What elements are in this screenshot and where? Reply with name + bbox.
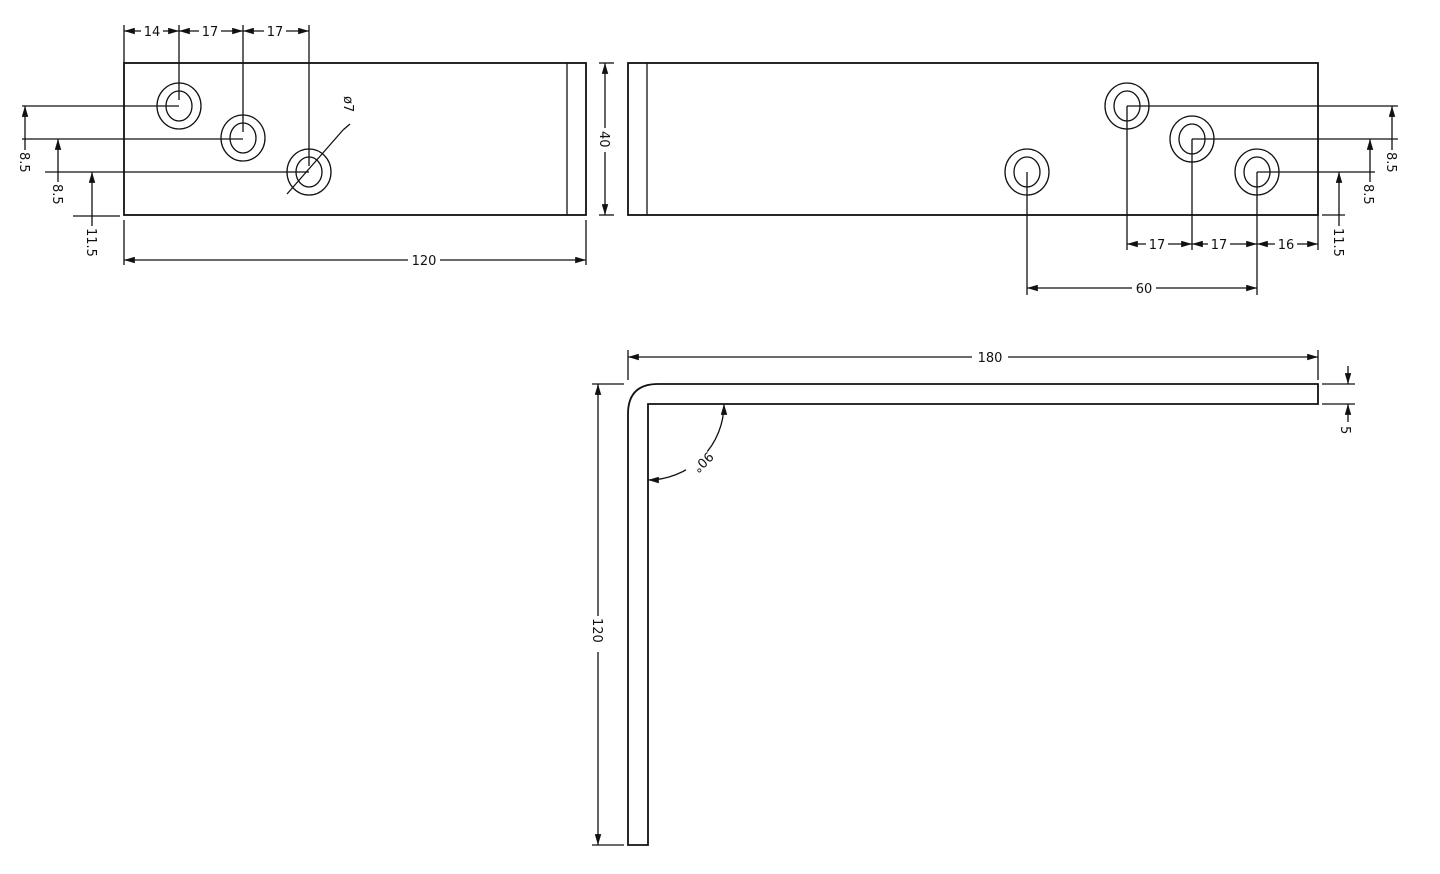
dim-label: 16 <box>1278 238 1295 253</box>
side-profile-view: 180 5 120 90° <box>589 349 1355 846</box>
dim-label: 17 <box>1211 238 1228 253</box>
dim-label: 60 <box>1136 282 1153 297</box>
dim-label: 40 <box>596 131 611 148</box>
top-right-plate-view: 8.5 8.5 11.5 17 17 16 60 <box>627 62 1398 297</box>
dim-label: 5 <box>1337 426 1352 434</box>
dim-label: 120 <box>589 618 604 643</box>
dim-label: 8.5 <box>49 184 64 205</box>
dim-label: 14 <box>144 25 161 40</box>
top-left-plate-view: 14 17 17 8.5 8.5 11.5 ø7 120 40 <box>16 23 614 269</box>
dim-label: 120 <box>412 254 437 269</box>
dim-label: 17 <box>1149 238 1166 253</box>
bracket-profile <box>627 383 1319 846</box>
hole-diameter-label: ø7 <box>340 96 355 112</box>
dim-label: 8.5 <box>1383 152 1398 173</box>
dim-label: 17 <box>202 25 219 40</box>
dim-label: 8.5 <box>16 152 31 173</box>
dim-label: 11.5 <box>83 228 98 257</box>
dim-label: 17 <box>267 25 284 40</box>
dim-label: 11.5 <box>1330 228 1345 257</box>
dim-label: 180 <box>978 351 1003 366</box>
dim-label: 8.5 <box>1360 184 1375 205</box>
